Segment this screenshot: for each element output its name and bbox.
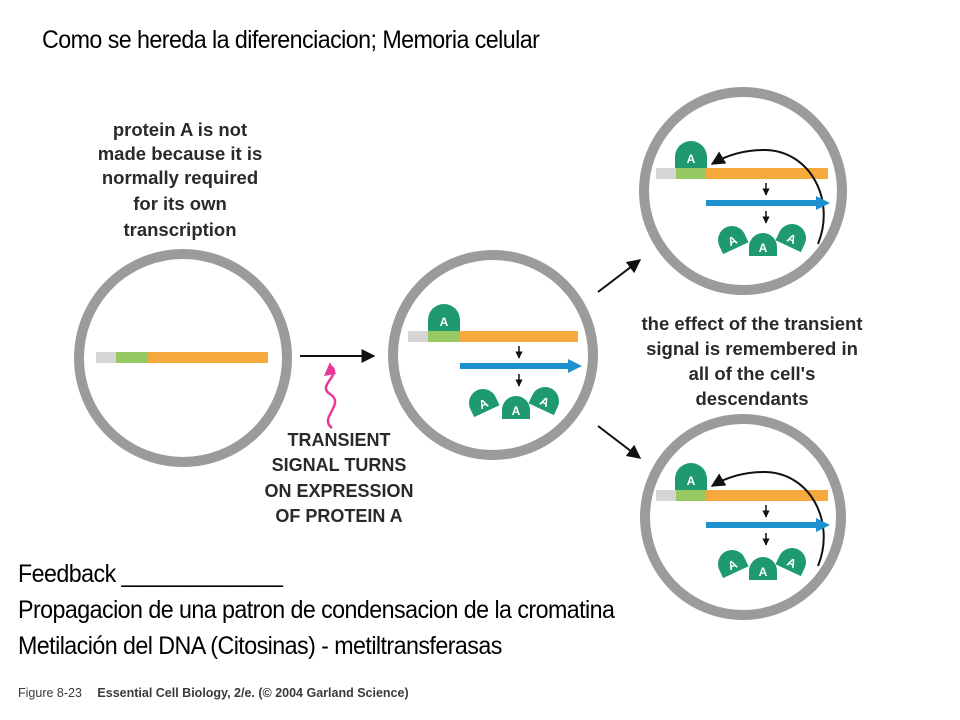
protein-a-copies: A A A [718, 224, 806, 256]
note-line: descendants [695, 388, 808, 409]
note-line: all of the cell's [689, 363, 816, 384]
note-line: the effect of the transient [642, 313, 863, 334]
protein-a-copies: A A A [718, 548, 806, 580]
arrow-down-right [597, 425, 642, 459]
dna-start [408, 331, 428, 342]
bullet-feedback: Feedback _____________ [18, 560, 283, 588]
bullet-chromatin: Propagacion de una patron de condensacio… [18, 596, 615, 624]
feedback-arrow [710, 148, 825, 245]
cell-descendant-bottom: A A A A [640, 414, 846, 620]
slide-title: Como se hereda la diferenciacion; Memori… [42, 26, 540, 54]
arrow-up-right [597, 259, 642, 293]
svg-text:A: A [759, 241, 768, 255]
gene-body [656, 490, 828, 501]
promoter-region [676, 490, 706, 501]
note-protein-not-made: protein A is not made because it is norm… [98, 119, 263, 240]
note-line: SIGNAL TURNS [272, 455, 407, 475]
note-line: TRANSIENT [288, 430, 391, 450]
dna-start [656, 490, 676, 501]
promoter-region [116, 352, 148, 363]
bullet-dna-methylation: Metilación del DNA (Citosinas) - metiltr… [18, 632, 502, 660]
dna-start [96, 352, 116, 363]
svg-text:A: A [440, 315, 449, 329]
bullet-list: Feedback _____________ Propagacion de un… [18, 556, 615, 664]
note-line: OF PROTEIN A [275, 506, 402, 526]
note-line: normally required [102, 167, 258, 188]
figure-number: Figure 8-23 [18, 686, 82, 700]
cell-active: A A A A [388, 250, 598, 460]
promoter-region [676, 168, 706, 179]
note-effect-remembered: the effect of the transient signal is re… [642, 313, 863, 409]
protein-a-bound: A [675, 463, 707, 490]
note-line: signal is remembered in [646, 338, 858, 359]
svg-text:A: A [687, 152, 696, 166]
feedback-arrow [710, 470, 825, 567]
protein-a-bound: A [428, 304, 460, 331]
protein-a-bound: A [675, 141, 707, 168]
signal-arrowhead [324, 362, 336, 376]
svg-text:A: A [759, 565, 768, 579]
figure-caption: Figure 8-23 Essential Cell Biology, 2/e.… [18, 686, 409, 700]
note-line: for its own [133, 193, 227, 214]
note-line: made because it is [98, 143, 263, 164]
gene-body [96, 352, 268, 363]
figure-source: Essential Cell Biology, 2/e. (© 2004 Gar… [97, 686, 409, 700]
gene-body [408, 331, 578, 342]
note-line: protein A is not [113, 119, 247, 140]
protein-a-copies: A A A [469, 387, 559, 419]
svg-text:A: A [512, 404, 521, 418]
note-transient-signal: TRANSIENT SIGNAL TURNS ON EXPRESSION OF … [264, 430, 413, 526]
note-line: ON EXPRESSION [264, 481, 413, 501]
cell-inactive [74, 249, 292, 467]
promoter-region [428, 331, 460, 342]
gene-body [656, 168, 828, 179]
note-line: transcription [123, 219, 236, 240]
cell-descendant-top: A A A A [639, 87, 847, 295]
dna-start [656, 168, 676, 179]
svg-text:A: A [687, 474, 696, 488]
